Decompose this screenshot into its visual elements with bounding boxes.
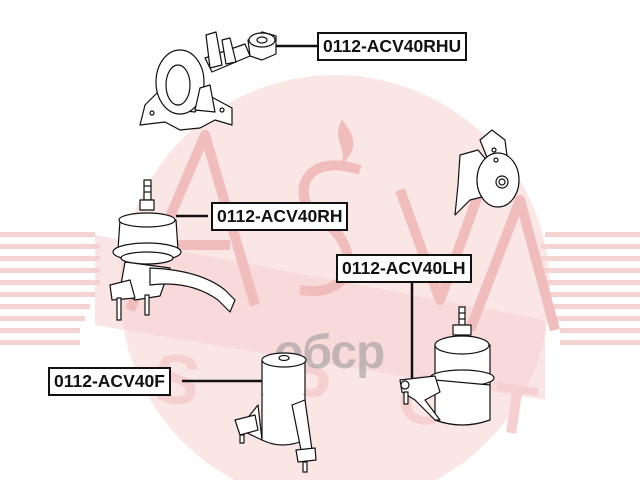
part-label-lh: 0112-ACV40LH — [336, 254, 472, 283]
part-f-drawing — [234, 352, 317, 473]
part-lh-drawing — [399, 306, 495, 426]
part-label-rhu: 0112-ACV40RHU — [317, 32, 468, 61]
part-label-rh: 0112-ACV40RH — [211, 202, 349, 231]
part-rear-drawing — [454, 129, 520, 216]
part-rhu-drawing — [139, 31, 277, 131]
part-label-f: 0112-ACV40F — [48, 367, 171, 396]
part-rh-drawing — [109, 179, 236, 321]
